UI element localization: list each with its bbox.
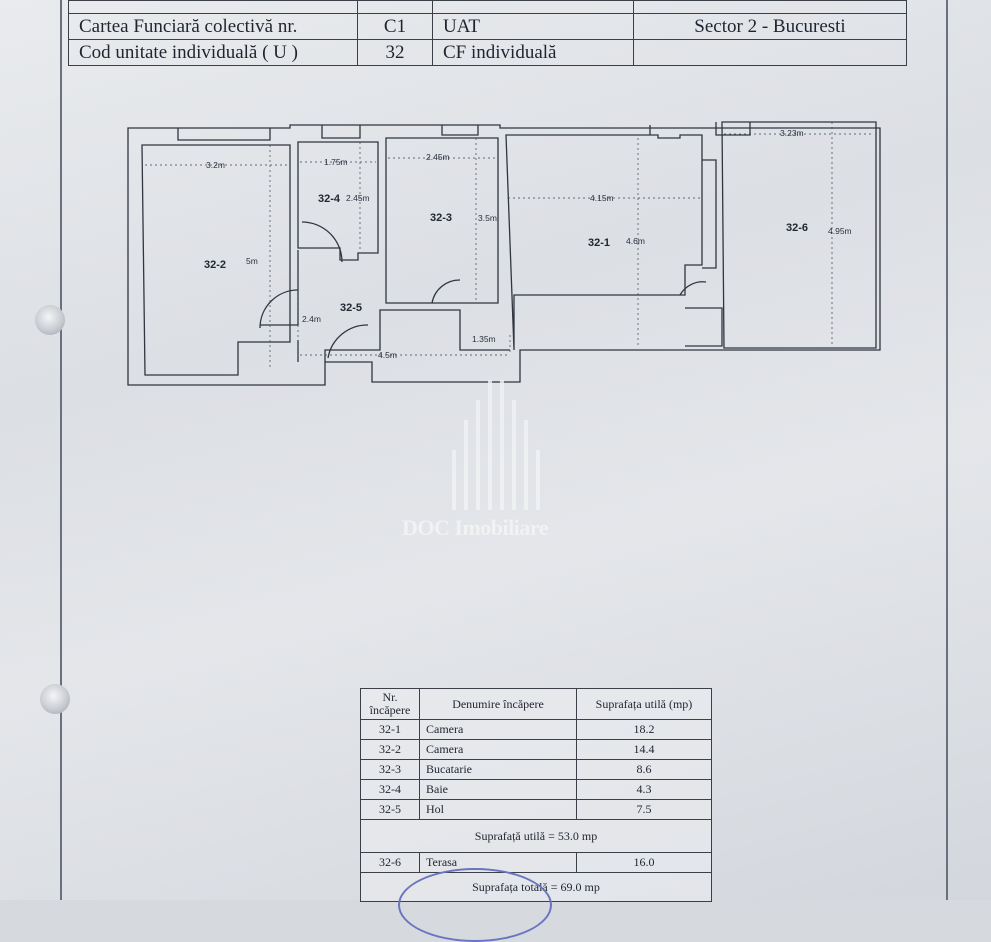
cell-area: 14.4 [576,739,712,760]
watermark-bars-icon [452,380,540,510]
table-row: 32-2 Camera 14.4 [360,739,712,760]
header-row-cf-colectiva: Cartea Funciară colectivă nr. C1 UAT Sec… [68,13,907,40]
cf-colectiva-label: Cartea Funciară colectivă nr. [68,13,358,40]
table-row: 32-5 Hol 7.5 [360,799,712,820]
dim-32-5-depth: 2.4m [302,314,321,324]
page-border-left [60,0,62,900]
cell-nr: 32-4 [360,779,420,800]
cf-colectiva-value: C1 [357,13,433,40]
cell-nr: 32-6 [360,852,420,873]
table-row-terrace: 32-6 Terasa 16.0 [360,852,712,873]
table-row: 32-4 Baie 4.3 [360,779,712,800]
subtotal-text: Suprafață utilă = 53.0 mp [360,819,712,853]
dim-32-2-width: 3.2m [206,160,225,170]
dim-32-5-extra: 1.35m [472,334,496,344]
subtotal-row: Suprafață utilă = 53.0 mp [360,819,712,853]
cell-name: Hol [419,799,577,820]
page-border-right [946,0,948,900]
header-top-row [68,0,907,14]
room-label-32-2: 32-2 [204,259,226,271]
dim-32-1-depth: 4.6m [626,236,645,246]
cell-name: Baie [419,779,577,800]
table-header-row: Nr. încăpere Denumire încăpere Suprafața… [360,688,712,720]
room-surface-table: Nr. încăpere Denumire încăpere Suprafața… [360,688,712,902]
punch-hole-top [35,305,65,335]
cell-area: 8.6 [576,759,712,780]
dim-32-5-width: 4.5m [378,350,397,360]
dim-32-3-width: 2.45m [426,152,450,162]
cadastral-header-table: Cartea Funciară colectivă nr. C1 UAT Sec… [68,0,907,66]
floor-plan: 3.2m 32-2 5m 1.75m 32-4 2.45m 2.45m 32-3… [127,121,881,386]
dim-32-3-depth: 3.5m [478,213,497,223]
watermark-text: DOC Imobiliare [402,515,548,540]
cell-area: 16.0 [576,852,712,873]
stamp-seal [398,868,552,942]
dim-32-1-width: 4.15m [590,193,614,203]
uat-value: Sector 2 - Bucuresti [633,13,907,40]
dim-32-6-depth: 4.95m [828,226,852,236]
cell-name: Camera [419,719,577,740]
cell-nr: 32-3 [360,759,420,780]
cell-name: Camera [419,739,577,760]
cf-individuala-label: CF individuală [432,39,634,66]
cell-name: Bucatarie [419,759,577,780]
dim-32-4-width: 1.75m [324,157,348,167]
header-row-cod-unitate: Cod unitate individuală ( U ) 32 CF indi… [68,39,907,66]
table-row: 32-3 Bucatarie 8.6 [360,759,712,780]
room-label-32-5: 32-5 [340,302,362,314]
dim-32-2-depth: 5m [246,256,258,266]
col-header-denumire: Denumire încăpere [419,688,577,720]
cell-nr: 32-2 [360,739,420,760]
cod-unitate-value: 32 [357,39,433,66]
dim-32-6-width: 3.23m [780,128,804,138]
room-label-32-4: 32-4 [318,193,341,205]
col-header-suprafata: Suprafața utilă (mp) [576,688,712,720]
cell-nr: 32-5 [360,799,420,820]
punch-hole-bottom [40,684,70,714]
cell-area: 4.3 [576,779,712,800]
cod-unitate-label: Cod unitate individuală ( U ) [68,39,358,66]
cell-nr: 32-1 [360,719,420,740]
cell-area: 7.5 [576,799,712,820]
cell-area: 18.2 [576,719,712,740]
dim-32-4-depth: 2.45m [346,193,370,203]
room-label-32-3: 32-3 [430,212,452,224]
room-label-32-6: 32-6 [786,222,808,234]
room-label-32-1: 32-1 [588,237,610,249]
uat-label: UAT [432,13,634,40]
col-header-nr: Nr. încăpere [360,688,420,720]
table-row: 32-1 Camera 18.2 [360,719,712,740]
